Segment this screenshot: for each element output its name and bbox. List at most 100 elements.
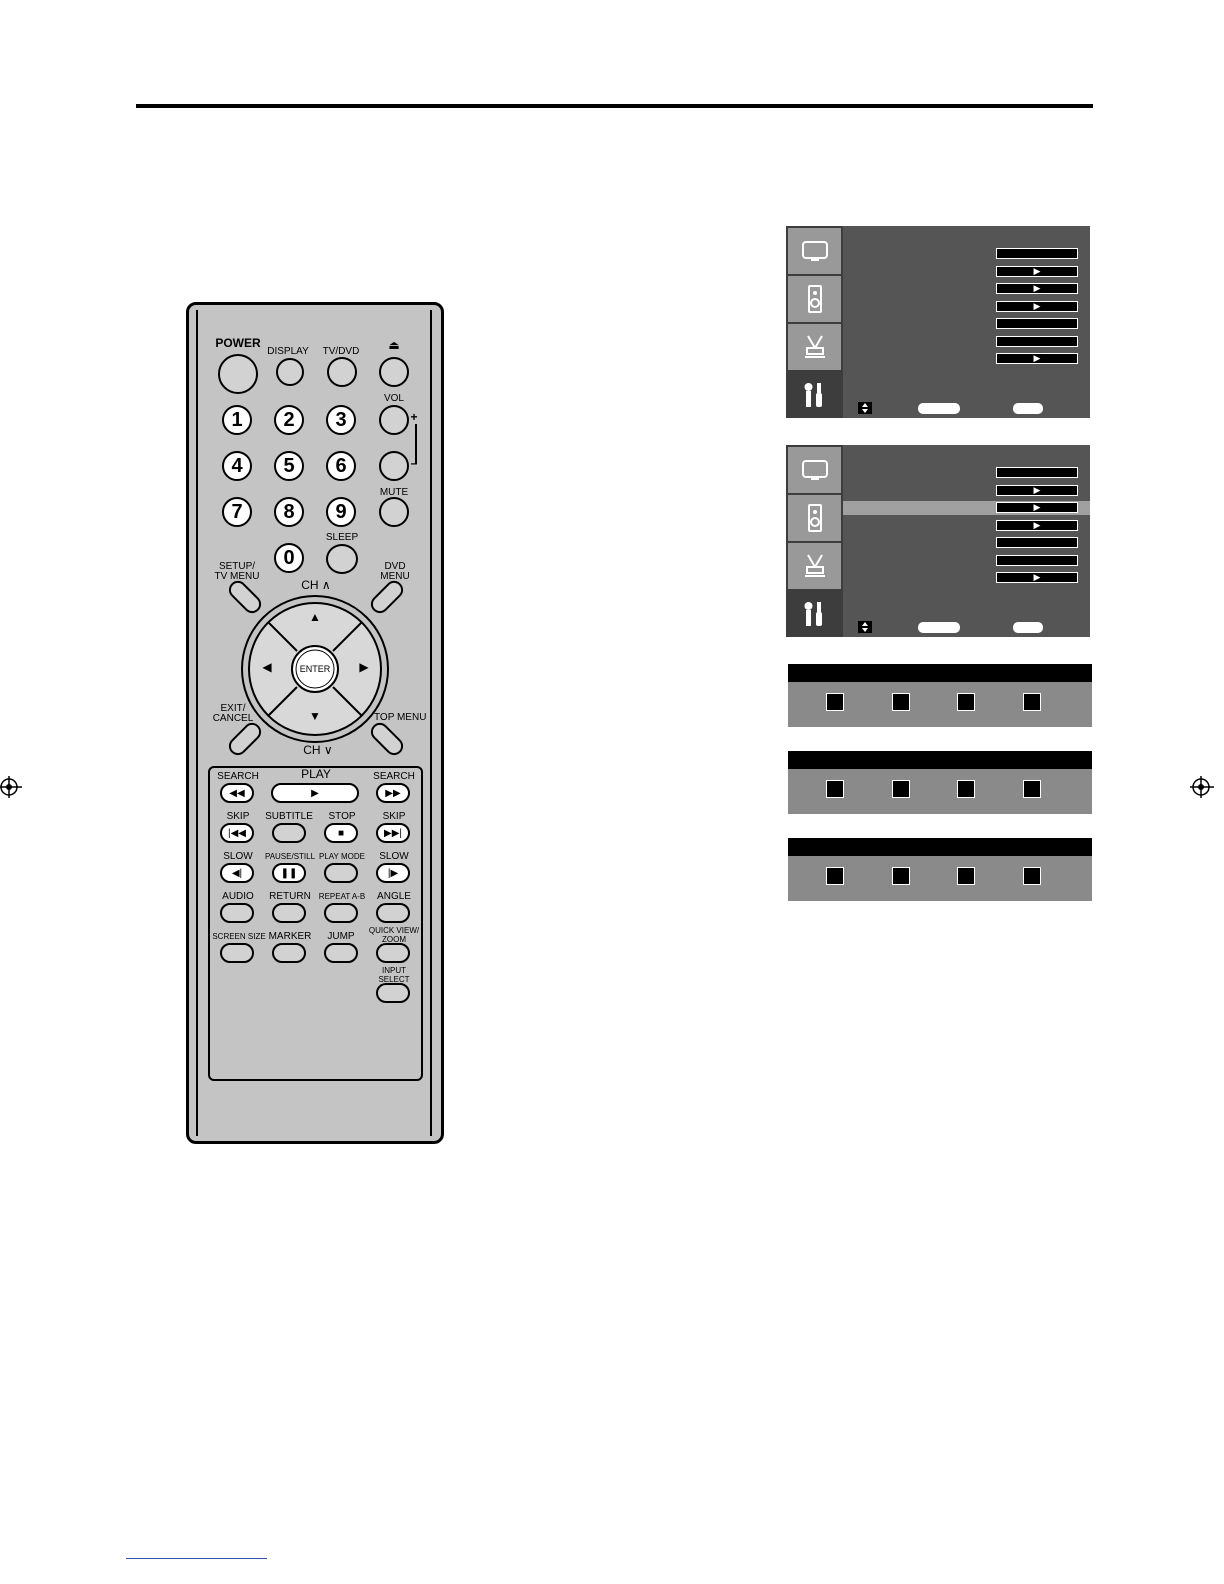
vol-up-button[interactable] bbox=[379, 405, 409, 435]
speaker-icon[interactable] bbox=[788, 495, 841, 541]
audio-button[interactable] bbox=[220, 903, 254, 923]
menu-value-field[interactable]: ▶ bbox=[996, 301, 1078, 312]
top-menu-label: TOP MENU bbox=[374, 712, 427, 723]
option-checkbox[interactable] bbox=[826, 867, 844, 885]
digit-2-button[interactable]: 2 bbox=[274, 405, 304, 435]
search-back-button[interactable]: ◀◀ bbox=[220, 783, 254, 803]
digit-9-button[interactable]: 9 bbox=[326, 497, 356, 527]
digit-1-button[interactable]: 1 bbox=[222, 405, 252, 435]
menu-value-field[interactable] bbox=[996, 467, 1078, 478]
option-checkbox[interactable] bbox=[957, 693, 975, 711]
vol-down-button[interactable] bbox=[379, 451, 409, 481]
quick-view-label-2: ZOOM bbox=[382, 935, 406, 944]
marker-button[interactable] bbox=[272, 943, 306, 963]
antenna-icon[interactable] bbox=[788, 543, 841, 589]
digit-7-button[interactable]: 7 bbox=[222, 497, 252, 527]
menu-value-field[interactable] bbox=[996, 336, 1078, 347]
menu-value-field[interactable] bbox=[996, 537, 1078, 548]
menu-value-field[interactable]: ▶ bbox=[996, 572, 1078, 583]
play-mode-button[interactable] bbox=[324, 863, 358, 883]
skip-left-label: SKIP bbox=[226, 811, 250, 822]
sleep-button[interactable] bbox=[326, 544, 358, 574]
speaker-icon[interactable] bbox=[788, 276, 841, 322]
menu-value-field[interactable]: ▶ bbox=[996, 283, 1078, 294]
repeat-ab-button[interactable] bbox=[324, 903, 358, 923]
menu-value-field[interactable] bbox=[996, 318, 1078, 329]
selection-bar-header bbox=[788, 664, 1092, 682]
footer-rule bbox=[126, 1558, 267, 1559]
quick-view-zoom-button[interactable] bbox=[376, 943, 410, 963]
eject-icon: ⏏ bbox=[388, 338, 400, 352]
option-checkbox[interactable] bbox=[957, 780, 975, 798]
menu-value-field[interactable]: ▶ bbox=[996, 485, 1078, 496]
option-checkbox[interactable] bbox=[826, 693, 844, 711]
digit-6-button[interactable]: 6 bbox=[326, 451, 356, 481]
tv-dvd-button[interactable] bbox=[327, 357, 357, 387]
mute-button[interactable] bbox=[379, 497, 409, 527]
enter-button[interactable]: ENTER bbox=[299, 664, 331, 674]
power-button[interactable] bbox=[218, 354, 258, 394]
selection-bar-2 bbox=[788, 751, 1092, 814]
display-button[interactable] bbox=[276, 358, 304, 386]
angle-button[interactable] bbox=[376, 903, 410, 923]
option-checkbox[interactable] bbox=[892, 867, 910, 885]
quick-view-label-1: QUICK VIEW/ bbox=[368, 926, 420, 935]
tools-icon[interactable] bbox=[788, 372, 841, 418]
pause-still-button[interactable]: ❚❚ bbox=[272, 863, 306, 883]
menu-value-field[interactable]: ▶ bbox=[996, 520, 1078, 531]
left-arrow-icon[interactable]: ◀ bbox=[262, 660, 272, 674]
menu-value-field[interactable] bbox=[996, 555, 1078, 566]
option-checkbox[interactable] bbox=[1023, 693, 1041, 711]
option-checkbox[interactable] bbox=[1023, 867, 1041, 885]
dvd-menu-label-2: MENU bbox=[380, 571, 410, 582]
header-rule bbox=[136, 104, 1093, 108]
up-arrow-icon[interactable]: ▲ bbox=[309, 610, 321, 624]
stop-button[interactable]: ■ bbox=[324, 823, 358, 843]
eject-button[interactable] bbox=[379, 357, 409, 387]
skip-forward-button[interactable]: ▶▶| bbox=[376, 823, 410, 843]
exit-label-1: EXIT/ bbox=[220, 703, 246, 714]
menu-value-field[interactable]: ▶ bbox=[996, 502, 1078, 513]
picture-icon[interactable] bbox=[788, 447, 841, 493]
menu-value-field[interactable]: ▶ bbox=[996, 353, 1078, 364]
screen-size-label: SCREEN SIZE bbox=[212, 932, 266, 941]
jump-label: JUMP bbox=[327, 931, 355, 942]
option-checkbox[interactable] bbox=[957, 867, 975, 885]
digit-0-button[interactable]: 0 bbox=[274, 543, 304, 573]
digit-8-button[interactable]: 8 bbox=[274, 497, 304, 527]
menu-value-field[interactable] bbox=[996, 248, 1078, 259]
antenna-icon[interactable] bbox=[788, 324, 841, 370]
down-arrow-icon[interactable]: ▼ bbox=[309, 709, 321, 723]
slow-back-button[interactable]: ◀| bbox=[220, 863, 254, 883]
option-checkbox[interactable] bbox=[826, 780, 844, 798]
pause-still-label: PAUSE/STILL bbox=[264, 852, 316, 861]
setup-label-1: SETUP/ bbox=[218, 561, 256, 572]
option-checkbox[interactable] bbox=[892, 780, 910, 798]
digit-3-button[interactable]: 3 bbox=[326, 405, 356, 435]
digit-5-button[interactable]: 5 bbox=[274, 451, 304, 481]
right-arrow-icon[interactable]: ▶ bbox=[359, 660, 369, 674]
input-select-button[interactable] bbox=[376, 983, 410, 1003]
vol-plus-label: + bbox=[410, 410, 418, 424]
digit-4-button[interactable]: 4 bbox=[222, 451, 252, 481]
exit-label-2: CANCEL bbox=[212, 713, 254, 724]
search-forward-button[interactable]: ▶▶ bbox=[376, 783, 410, 803]
play-button[interactable]: ▶ bbox=[271, 783, 359, 803]
menu-footer-pill bbox=[1013, 622, 1043, 633]
option-checkbox[interactable] bbox=[892, 693, 910, 711]
menu-value-field[interactable]: ▶ bbox=[996, 266, 1078, 277]
screen-size-button[interactable] bbox=[220, 943, 254, 963]
slow-forward-button[interactable]: |▶ bbox=[376, 863, 410, 883]
option-checkbox[interactable] bbox=[1023, 780, 1041, 798]
marker-label: MARKER bbox=[268, 931, 312, 942]
mute-label: MUTE bbox=[379, 487, 409, 498]
jump-button[interactable] bbox=[324, 943, 358, 963]
tools-icon[interactable] bbox=[788, 591, 841, 637]
picture-icon[interactable] bbox=[788, 228, 841, 274]
skip-back-button[interactable]: |◀◀ bbox=[220, 823, 254, 843]
return-button[interactable] bbox=[272, 903, 306, 923]
setup-menu-screen-1: ▶ ▶ ▶ ▶ bbox=[786, 226, 1090, 418]
registration-mark-right bbox=[1190, 776, 1214, 798]
subtitle-button[interactable] bbox=[272, 823, 306, 843]
vol-minus-label: – bbox=[410, 456, 418, 470]
